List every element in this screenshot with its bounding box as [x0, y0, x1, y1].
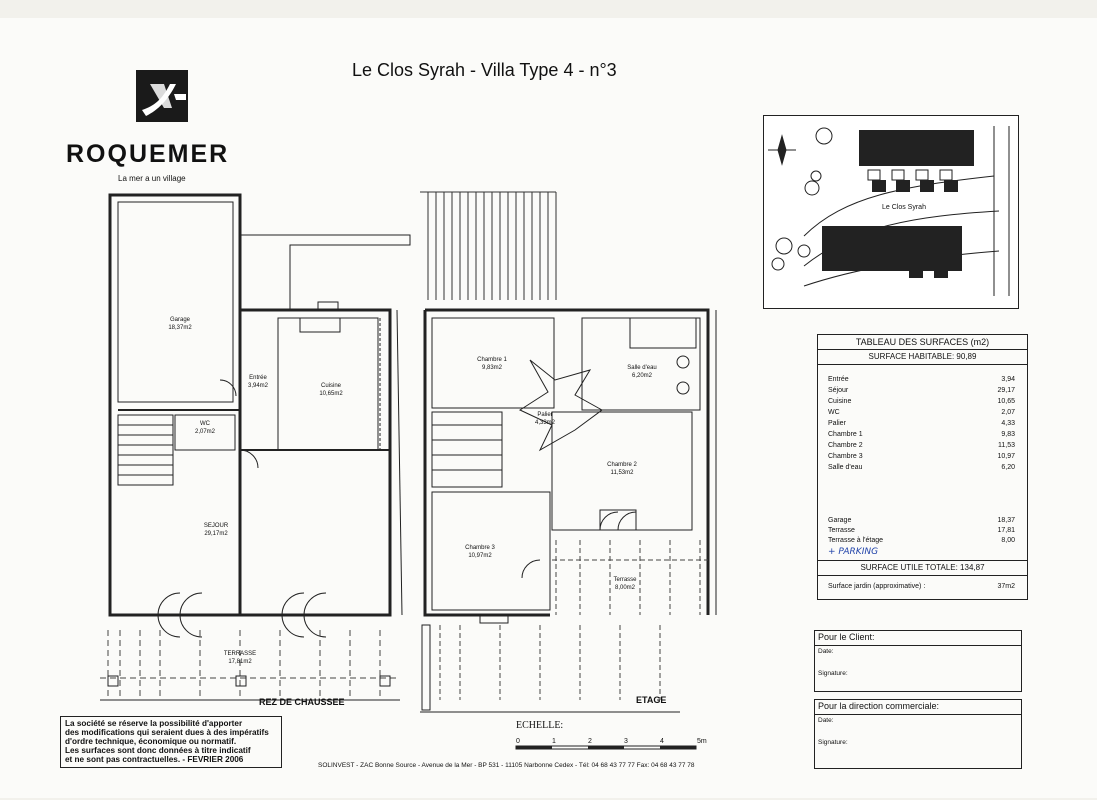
site-map-label: Le Clos Syrah: [882, 204, 926, 211]
brand-tagline: La mer a un village: [118, 174, 186, 183]
scale-tick: 3: [624, 738, 628, 745]
site-map-drawing: [768, 126, 1010, 296]
page-title: Le Clos Syrah - Villa Type 4 - n°3: [352, 60, 617, 80]
footer-address: SOLINVEST - ZAC Bonne Source - Avenue de…: [318, 762, 695, 769]
brand-name: ROQUEMER: [66, 140, 230, 168]
surfaces-table: TABLEAU DES SURFACES (m2) SURFACE HABITA…: [817, 334, 1028, 600]
scale-tick: 5m: [697, 738, 707, 745]
roquemer-logo-icon: [136, 70, 188, 122]
scale-tick: 2: [588, 738, 592, 745]
surface-utile-totale: SURFACE UTILE TOTALE: 134,87: [818, 560, 1027, 576]
scale-bar: [515, 745, 697, 750]
upper-floor-label: ETAGE: [636, 695, 667, 705]
floor-plans: [100, 191, 717, 713]
scale-tick: 0: [516, 738, 520, 745]
scale-tick: 4: [660, 738, 664, 745]
client-signature-box: Pour le Client: Date: Signature:: [814, 630, 1022, 692]
disclaimer-box: La société se réserve la possibilité d'a…: [60, 716, 282, 768]
direction-date-field[interactable]: Date:: [818, 717, 834, 724]
surface-jardin: Surface jardin (approximative) :37m2: [828, 583, 1015, 590]
direction-signature-field[interactable]: Signature:: [818, 739, 848, 746]
surfaces-table-title: TABLEAU DES SURFACES (m2): [818, 335, 1027, 350]
client-date-field[interactable]: Date:: [818, 648, 834, 655]
surface-habitable: SURFACE HABITABLE: 90,89: [818, 350, 1027, 365]
client-signature-field[interactable]: Signature:: [818, 670, 848, 677]
direction-box-heading: Pour la direction commerciale:: [815, 700, 1021, 715]
direction-signature-box: Pour la direction commerciale: Date: Sig…: [814, 699, 1022, 769]
handwritten-parking-note: + PARKING: [828, 547, 879, 557]
site-map: Le Clos Syrah: [763, 115, 1019, 309]
scale-label: ECHELLE:: [516, 720, 564, 731]
ground-floor-label: REZ DE CHAUSSEE: [259, 697, 345, 707]
scale-tick: 1: [552, 738, 556, 745]
client-box-heading: Pour le Client:: [815, 631, 1021, 646]
